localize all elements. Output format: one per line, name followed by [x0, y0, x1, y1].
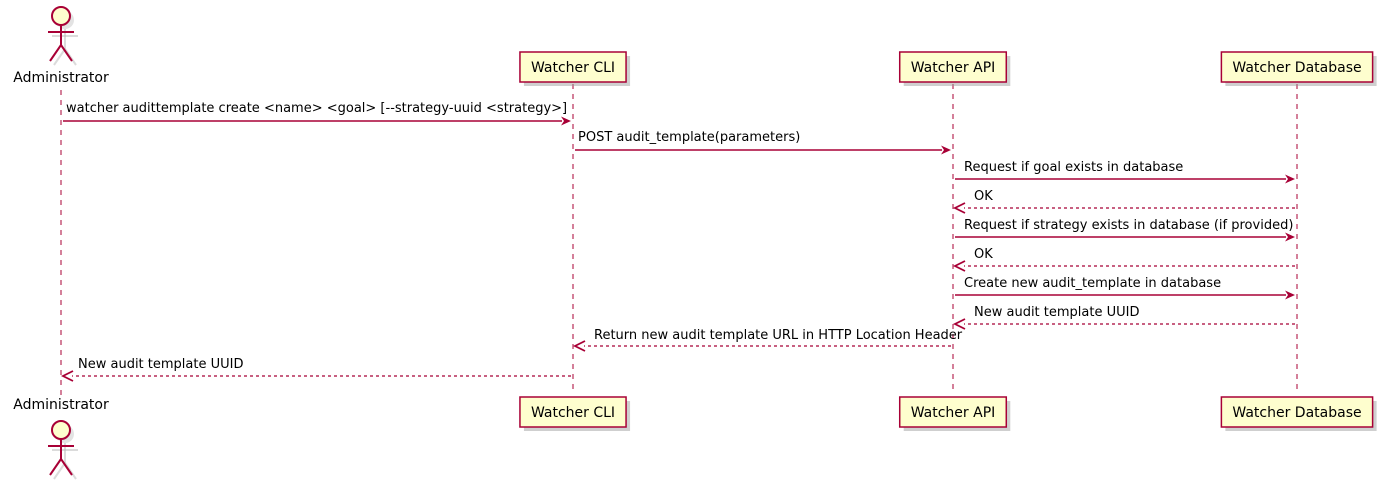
message-label: New audit template UUID: [78, 357, 243, 372]
message-3: Request if goal exists in database: [955, 160, 1295, 184]
message-label: OK: [974, 247, 993, 262]
actor-administrator: Administrator: [13, 397, 109, 480]
message-label: watcher audittemplate create <name> <goa…: [66, 101, 567, 116]
participant-box[interactable]: [1220, 396, 1374, 428]
participant-watcher-database[interactable]: Watcher Database: [1220, 396, 1377, 431]
participant-box[interactable]: [519, 396, 627, 428]
participant-label-watcher-database: Watcher Database: [1232, 405, 1361, 421]
actor-head-icon: [51, 420, 71, 440]
message-10: New audit template UUID: [60, 357, 571, 382]
message-1: watcher audittemplate create <name> <goa…: [63, 101, 571, 126]
message-label: Request if goal exists in database: [964, 160, 1183, 175]
message-8: New audit template UUID: [952, 305, 1295, 330]
messages-layer: watcher audittemplate create <name> <goa…: [60, 101, 1295, 382]
message-arrowhead: [952, 260, 966, 272]
participant-label-watcher-cli: Watcher CLI: [531, 60, 615, 76]
actor-label-administrator: Administrator: [13, 397, 109, 413]
participant-label-watcher-api: Watcher API: [911, 405, 996, 421]
message-label: Create new audit_template in database: [964, 276, 1221, 291]
message-label: Request if strategy exists in database (…: [964, 218, 1293, 233]
participant-box[interactable]: [898, 51, 1008, 83]
participant-label-watcher-database: Watcher Database: [1232, 60, 1361, 76]
message-label: POST audit_template(parameters): [578, 130, 800, 145]
message-arrowhead: [1285, 174, 1295, 184]
participant-box[interactable]: [898, 396, 1008, 428]
message-arrowhead: [952, 318, 966, 330]
lifelines-layer: [60, 84, 1298, 396]
message-arrowhead: [561, 116, 571, 126]
participant-watcher-database[interactable]: Watcher Database: [1220, 51, 1377, 86]
actor-body-icon: [48, 25, 74, 62]
participant-label-watcher-api: Watcher API: [911, 60, 996, 76]
message-6: OK: [952, 247, 1295, 272]
participant-box[interactable]: [1220, 51, 1374, 83]
message-2: POST audit_template(parameters): [575, 130, 951, 155]
actor-body-icon: [48, 439, 74, 476]
actor-label-administrator: Administrator: [13, 70, 109, 86]
participant-watcher-cli[interactable]: Watcher CLI: [519, 396, 631, 431]
message-arrowhead: [60, 370, 74, 382]
message-arrowhead: [941, 145, 951, 155]
message-label: Return new audit template URL in HTTP Lo…: [594, 328, 963, 343]
message-label: New audit template UUID: [974, 305, 1139, 320]
participants-top-layer: Administrator Watcher CLI Watcher API Watch…: [13, 6, 1377, 86]
participant-box[interactable]: [519, 51, 627, 83]
participant-watcher-cli[interactable]: Watcher CLI: [519, 51, 631, 86]
message-9: Return new audit template URL in HTTP Lo…: [572, 328, 963, 352]
message-7: Create new audit_template in database: [955, 276, 1295, 300]
actor-head-icon: [51, 6, 71, 26]
participant-watcher-api[interactable]: Watcher API: [898, 51, 1011, 86]
actor-administrator: Administrator: [13, 6, 109, 86]
participant-watcher-api[interactable]: Watcher API: [898, 396, 1011, 431]
message-4: OK: [952, 189, 1295, 214]
message-5: Request if strategy exists in database (…: [955, 218, 1295, 242]
message-arrowhead: [1285, 232, 1295, 242]
message-label: OK: [974, 189, 993, 204]
participant-label-watcher-cli: Watcher CLI: [531, 405, 615, 421]
message-arrowhead: [952, 202, 966, 214]
message-arrowhead: [572, 340, 586, 352]
message-arrowhead: [1285, 290, 1295, 300]
